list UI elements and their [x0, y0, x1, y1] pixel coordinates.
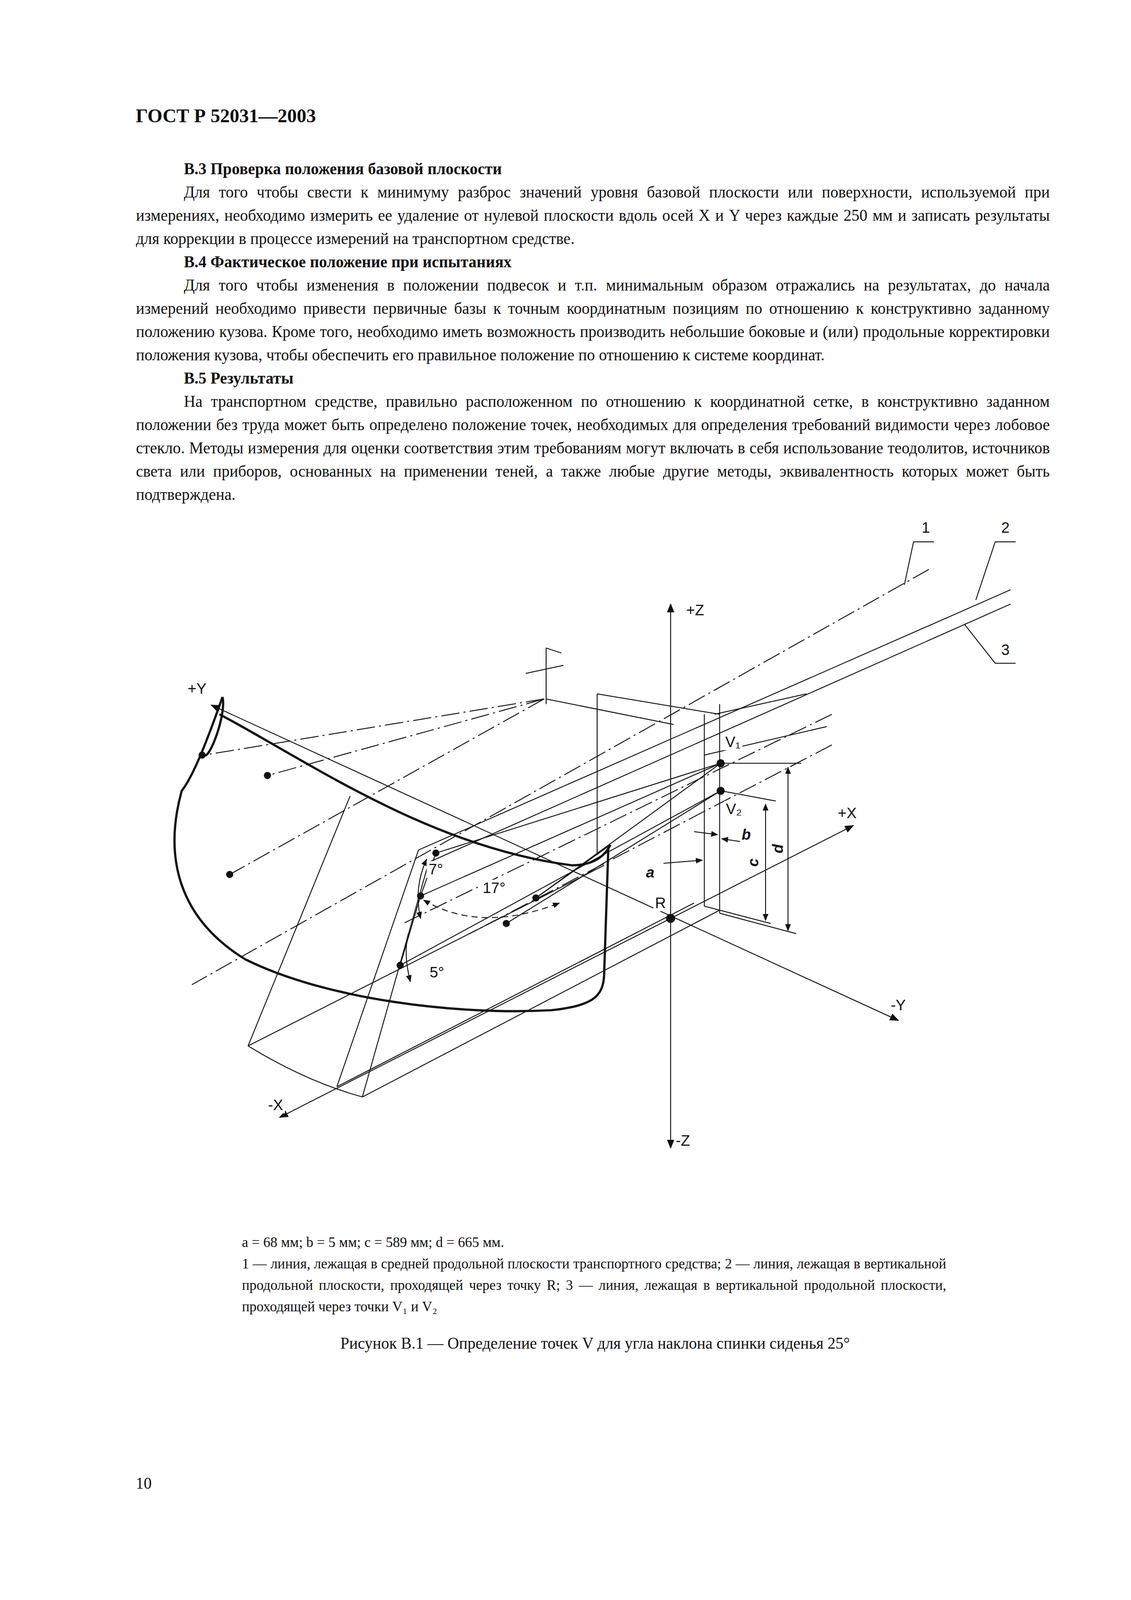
callout-number: 2: [999, 519, 1012, 537]
section-heading: В.3 Проверка положения базовой плоскости: [135, 157, 1050, 181]
body-paragraph: Для того чтобы свести к минимуму разброс…: [135, 180, 1050, 251]
windshield-outline: [174, 697, 611, 1012]
axis-label: +Z: [684, 602, 706, 619]
text-flow: В.3 Проверка положения базовой плоскости…: [135, 157, 1050, 507]
page-number: 10: [135, 1474, 152, 1494]
axis-label: -X: [266, 1097, 286, 1114]
point-label: V₂: [724, 801, 744, 818]
axis-label: +Y: [185, 680, 209, 698]
figure-legend-note: 1 — линия, лежащая в средней продольной …: [241, 1253, 947, 1318]
dimension-label: d: [769, 842, 787, 856]
axis-label: +X: [835, 805, 859, 822]
section-heading: В.5 Результаты: [135, 366, 1050, 391]
figure-caption: Рисунок В.1 — Определение точек V для уг…: [340, 1334, 850, 1354]
axis-label: -Z: [673, 1132, 692, 1150]
drawing-lines: [192, 542, 1016, 1149]
dimension-label: c: [745, 856, 762, 869]
body-paragraph: Для того чтобы изменения в положении под…: [135, 273, 1050, 367]
callout-number: 3: [999, 641, 1012, 659]
body-paragraph: На транспортном средстве, правильно расп…: [135, 390, 1050, 507]
document-header: ГОСТ Р 52031—2003: [135, 104, 317, 127]
angle-label: 7°: [427, 861, 446, 878]
dimension-label: b: [739, 826, 753, 844]
angle-label: 17°: [480, 879, 508, 897]
callout-number: 1: [919, 519, 932, 537]
points: [198, 751, 725, 970]
section-heading: В.4 Фактическое положение при испытаниях: [135, 250, 1050, 274]
point-label: V₁: [723, 733, 743, 751]
point-label: R: [653, 895, 668, 912]
axis-label: -Y: [888, 997, 908, 1014]
dimension-label: a: [644, 864, 657, 881]
dimension-note: a = 68 мм; b = 5 мм; c = 589 мм; d = 665…: [241, 1231, 957, 1254]
angle-label: 5°: [427, 964, 447, 981]
